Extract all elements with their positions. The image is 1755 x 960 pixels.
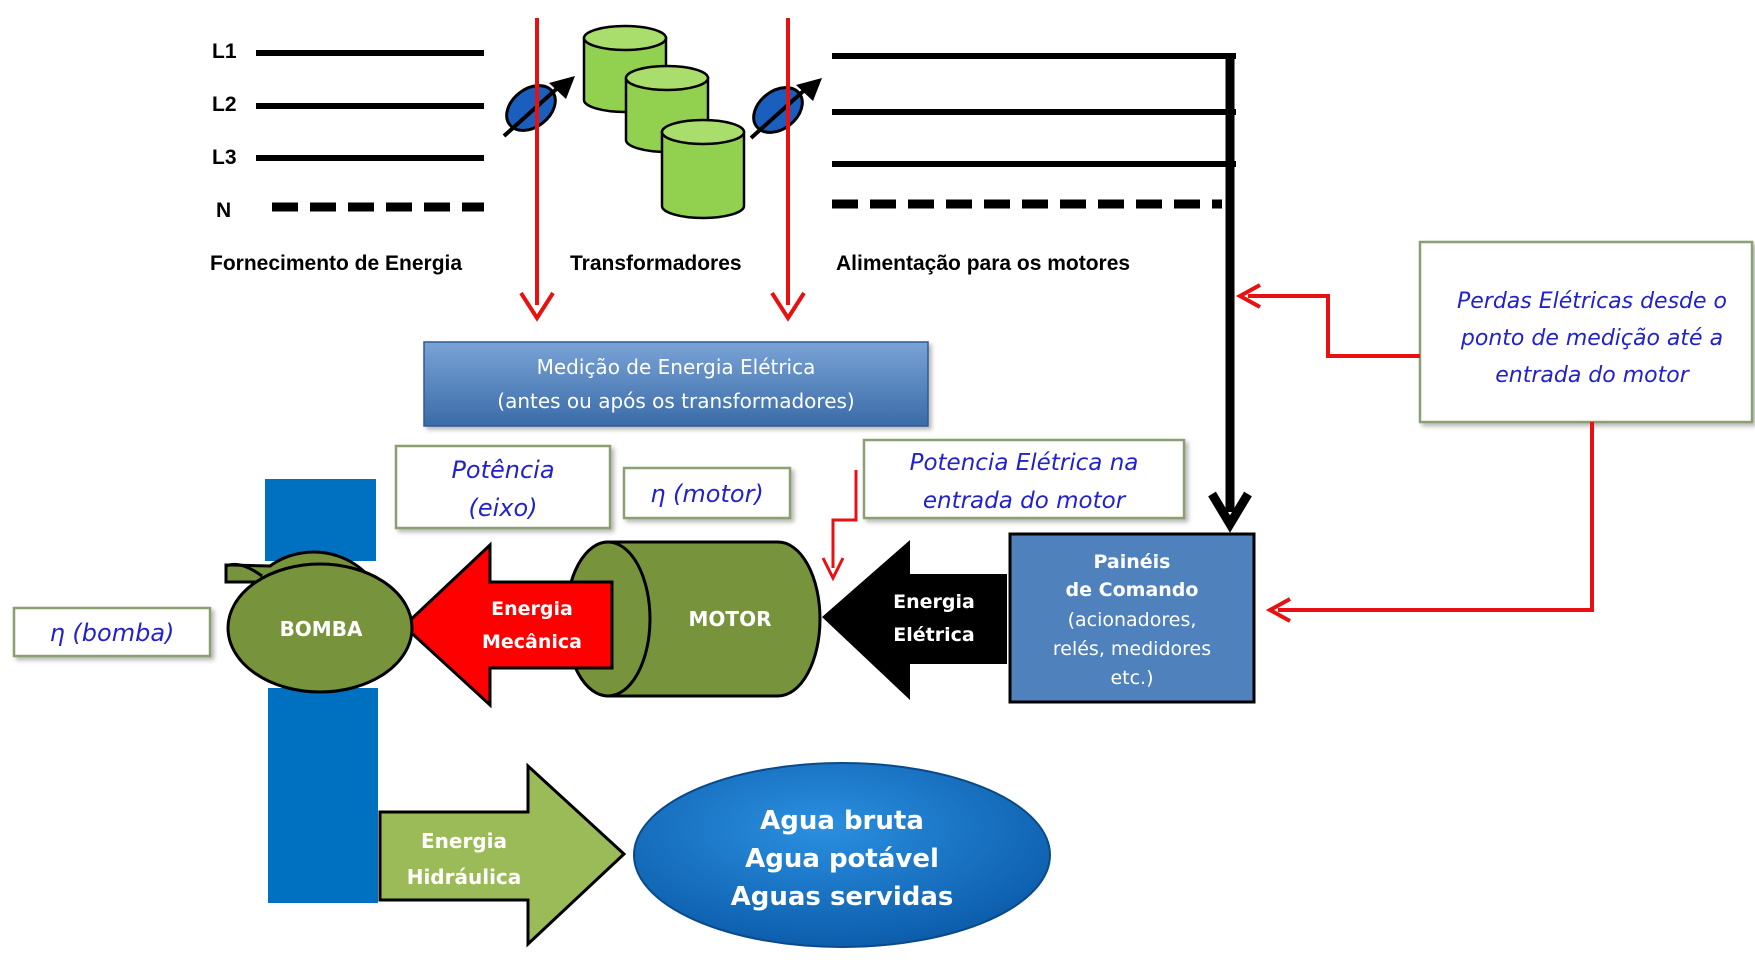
- hydraulic-energy-line1: Energia: [421, 829, 507, 853]
- power-shaft-line2: (eixo): [468, 494, 537, 522]
- supply-lines: L1 L2 L3 N: [212, 40, 484, 222]
- label-supply: Fornecimento de Energia: [210, 252, 462, 275]
- water-output-ellipse: Agua bruta Agua potável Aguas servidas: [633, 762, 1051, 948]
- pipe-bottom: [268, 688, 378, 903]
- control-panel-title2: de Comando: [1066, 579, 1199, 601]
- control-panel-box: Painéis de Comando (acionadores, relés, …: [1008, 532, 1256, 704]
- control-panel-line2: relés, medidores: [1053, 638, 1211, 660]
- motor-label: MOTOR: [689, 607, 772, 631]
- line-label-n: N: [216, 199, 231, 222]
- line-label-l3: L3: [212, 146, 237, 169]
- label-transformers: Transformadores: [570, 252, 742, 275]
- electric-energy-line1: Energia: [893, 591, 975, 613]
- mechanical-energy-line1: Energia: [491, 598, 573, 620]
- transformer-icon: [582, 24, 746, 220]
- losses-callout: Perdas Elétricas desde o ponto de mediçã…: [1418, 240, 1754, 424]
- losses-callout-line3: entrada do motor: [1495, 363, 1690, 388]
- electric-energy-line2: Elétrica: [893, 624, 974, 646]
- eta-motor-label: η (motor): [650, 480, 764, 508]
- mechanical-energy-arrow: Energia Mecânica: [401, 541, 614, 709]
- electric-energy-arrow: Energia Elétrica: [822, 540, 1007, 700]
- motor-input-line1: Potencia Elétrica na: [910, 450, 1139, 476]
- hydraulic-energy-arrow: Energia Hidráulica: [378, 762, 627, 948]
- motor-input-line2: entrada do motor: [923, 488, 1127, 514]
- power-shaft-line1: Potência: [451, 456, 554, 484]
- line-label-l2: L2: [212, 93, 237, 116]
- feed-bus-arrowhead: [1208, 491, 1252, 533]
- pump-icon: BOMBA: [224, 550, 414, 694]
- cylinder-3: [660, 118, 746, 220]
- motor-input-connector: [821, 470, 858, 582]
- measurement-box-line2: (antes ou após os transformadores): [497, 389, 854, 413]
- line-label-l1: L1: [212, 40, 237, 63]
- meter-icon-right: [749, 78, 822, 140]
- losses-callout-line1: Perdas Elétricas desde o: [1457, 289, 1727, 314]
- feed-lines: [832, 53, 1252, 533]
- control-panel-line3: etc.): [1110, 667, 1153, 689]
- mechanical-energy-line2: Mecânica: [482, 631, 582, 653]
- pipe-top: [265, 479, 376, 561]
- hydraulic-energy-line2: Hidráulica: [407, 865, 522, 889]
- water-output-1: Agua bruta: [760, 806, 924, 836]
- losses-callout-line2: ponto de medição até a: [1460, 326, 1723, 351]
- label-feed: Alimentação para os motores: [836, 252, 1130, 275]
- losses-connectors: [1235, 283, 1594, 623]
- pump-pipes: [265, 479, 378, 903]
- water-output-3: Aguas servidas: [731, 882, 954, 912]
- water-output-2: Agua potável: [745, 844, 939, 874]
- power-shaft-callout: Potência (eixo): [394, 444, 612, 530]
- motor-input-callout: Potencia Elétrica na entrada do motor: [862, 438, 1186, 520]
- control-panel-title1: Painéis: [1094, 551, 1171, 573]
- measurement-box: Medição de Energia Elétrica (antes ou ap…: [423, 341, 929, 427]
- measurement-box-line1: Medição de Energia Elétrica: [537, 355, 816, 379]
- pump-label: BOMBA: [280, 617, 363, 641]
- eta-pump-callout: η (bomba): [12, 606, 212, 658]
- control-panel-line1: (acionadores,: [1068, 609, 1197, 631]
- eta-motor-callout: η (motor): [622, 466, 792, 520]
- eta-pump-label: η (bomba): [50, 619, 175, 647]
- meter-icon-left: [502, 76, 575, 138]
- measurement-arrows: [519, 18, 806, 322]
